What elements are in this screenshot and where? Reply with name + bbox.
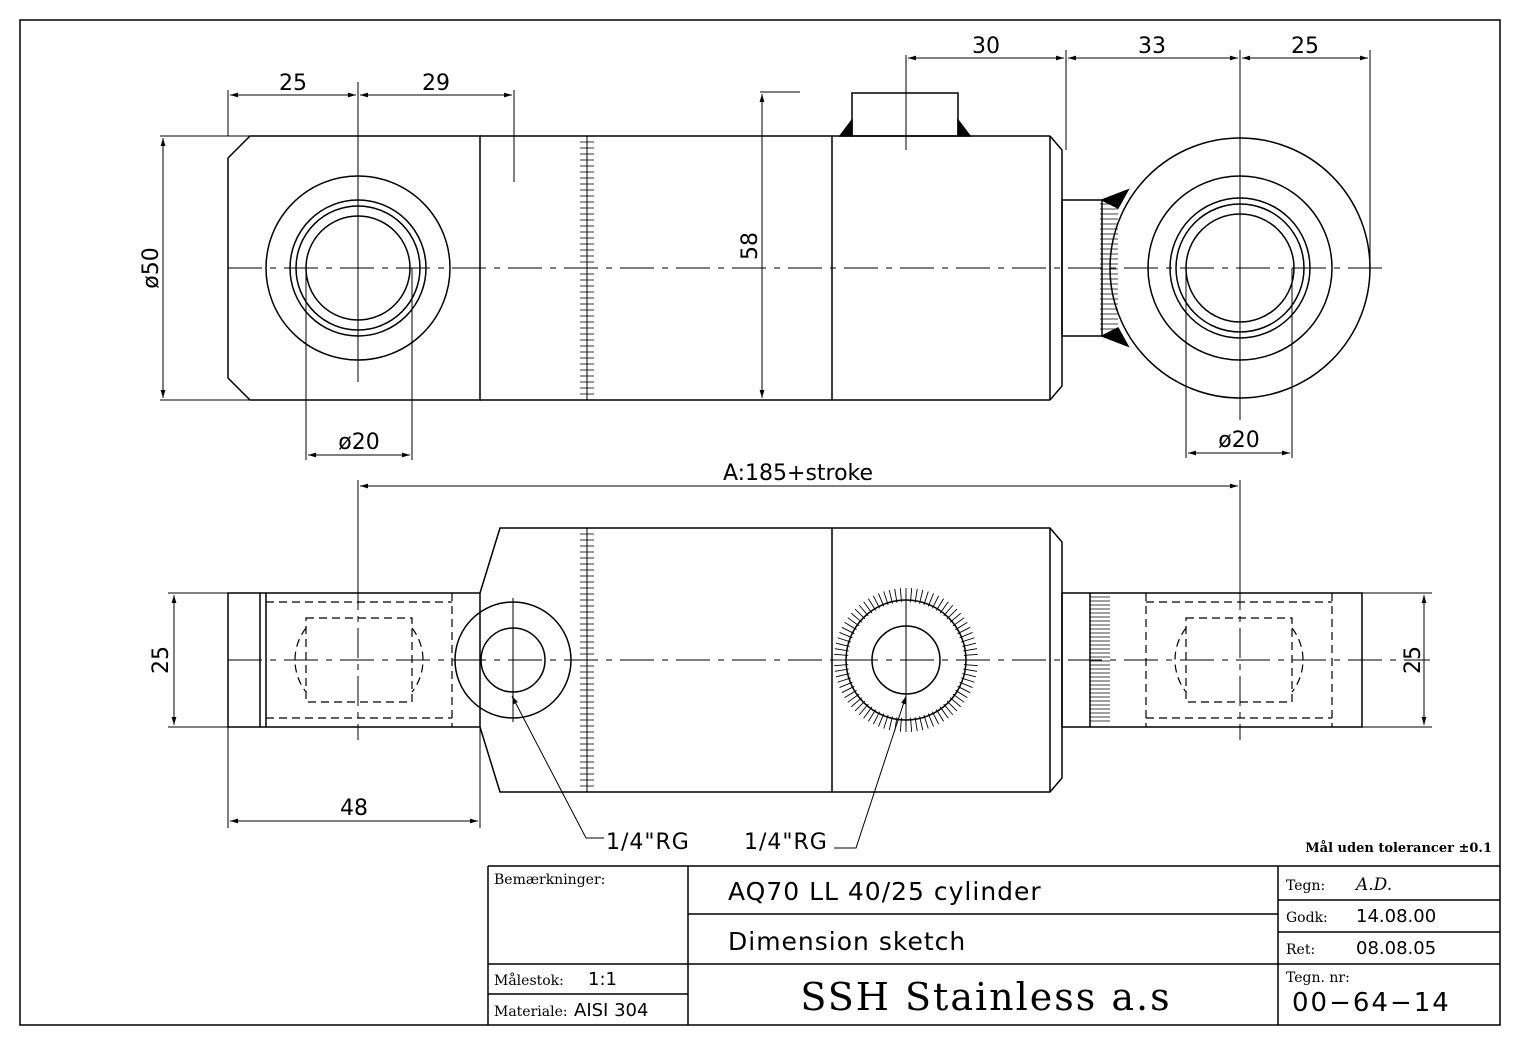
revised-value: 08.08.05 (1356, 938, 1436, 959)
approved-value: 14.08.00 (1356, 906, 1436, 927)
dim-29: 29 (422, 71, 450, 96)
revised-label: Ret: (1286, 942, 1315, 958)
dim-25-side-right: 25 (1401, 646, 1426, 674)
dim-48: 48 (340, 796, 368, 821)
dim-58: 58 (738, 232, 763, 260)
scale-value: 1:1 (588, 969, 617, 990)
approved-label: Godk: (1286, 910, 1328, 926)
dim-25-right: 25 (1291, 34, 1319, 59)
drawing-no-label: Tegn. nr: (1286, 970, 1350, 986)
side-view (168, 480, 1432, 828)
dim-30: 30 (972, 34, 1000, 59)
port-label-1: 1/4"RG (606, 830, 690, 855)
company-name: SSH Stainless a.s (800, 975, 1171, 1019)
drawing-no-value: 00−64−14 (1292, 988, 1451, 1018)
dim-a-length: A:185+stroke (723, 461, 873, 486)
dim-diameter-20-right: ø20 (1218, 428, 1259, 453)
title-line-2: Dimension sketch (728, 927, 966, 956)
material-label: Materiale: (494, 1004, 568, 1020)
title-line-1: AQ70 LL 40/25 cylinder (728, 877, 1042, 906)
drawn-value: A.D. (1354, 875, 1392, 895)
port-label-2: 1/4"RG (744, 830, 828, 855)
dim-diameter-50: ø50 (139, 247, 164, 288)
dim-33: 33 (1138, 34, 1166, 59)
material-value: AISI 304 (574, 1000, 648, 1021)
dim-diameter-20-left: ø20 (338, 430, 379, 455)
dim-25-left: 25 (279, 71, 307, 96)
scale-label: Målestok: (494, 972, 564, 989)
dim-25-side-left: 25 (149, 646, 174, 674)
title-block (487, 865, 1500, 1025)
top-view (160, 50, 1390, 460)
remarks-label: Bemærkninger: (494, 872, 605, 888)
tolerance-note: Mål uden tolerancer ±0.1 (1305, 840, 1492, 856)
drawn-label: Tegn: (1286, 878, 1325, 894)
drawing-border (19, 19, 1501, 1026)
